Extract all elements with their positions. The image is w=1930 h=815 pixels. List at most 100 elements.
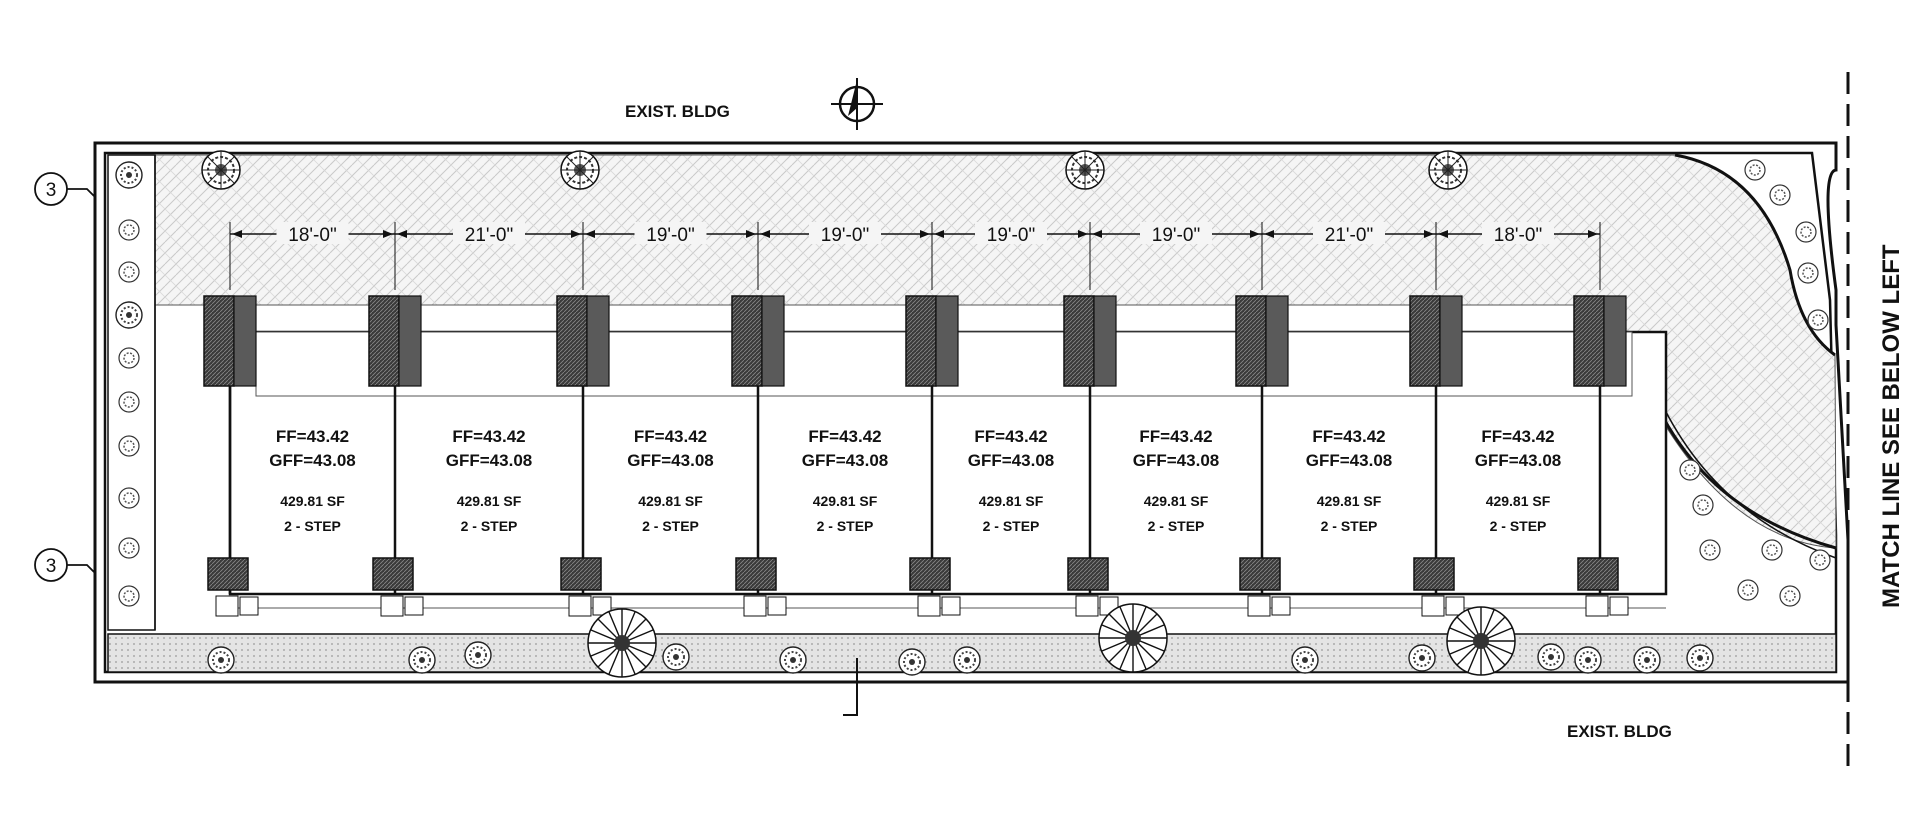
shrub-icon <box>1699 539 1721 561</box>
unit-ff-label: FF=43.42 <box>276 427 349 446</box>
shrub-icon <box>464 641 492 669</box>
entry-stair <box>1409 295 1463 387</box>
entry-stair <box>556 295 610 387</box>
entry-stair <box>731 295 785 387</box>
shrub-icon <box>779 646 807 674</box>
section-marker-icon: 3 <box>34 548 96 582</box>
dimension-label: 18'-0" <box>288 225 336 246</box>
shrub-icon <box>1795 221 1817 243</box>
unit-steps-label: 2 - STEP <box>1490 518 1547 534</box>
shrub-icon <box>1809 549 1831 571</box>
north-arrow-icon <box>831 78 883 130</box>
shrub-icon <box>1537 643 1565 671</box>
dimension-arrow <box>1438 230 1448 238</box>
shrub-icon <box>1692 494 1714 516</box>
entry-stair <box>203 295 257 387</box>
small-shrub-icon <box>743 595 767 617</box>
shrub-icon <box>1686 644 1714 672</box>
unit-ff-label: FF=43.42 <box>634 427 707 446</box>
dimension-arrow <box>934 230 944 238</box>
tree-icon <box>587 608 657 678</box>
dimension-arrow <box>920 230 930 238</box>
unit-ff-label: FF=43.42 <box>974 427 1047 446</box>
unit-steps-label: 2 - STEP <box>642 518 699 534</box>
unit-steps-label: 2 - STEP <box>284 518 341 534</box>
shrub-icon <box>1633 646 1661 674</box>
shrub-icon <box>118 487 140 509</box>
shrub-icon <box>408 646 436 674</box>
unit-steps-label: 2 - STEP <box>461 518 518 534</box>
shrub-icon <box>953 646 981 674</box>
dimension-arrow <box>1264 230 1274 238</box>
dimension-label: 19'-0" <box>821 225 869 246</box>
entry-stair <box>1063 295 1117 387</box>
unit-area-label: 429.81 SF <box>1317 493 1382 509</box>
match-line: MATCH LINE SEE BELOW LEFT <box>1846 72 1905 772</box>
shrub-icon <box>1807 309 1829 331</box>
dimension-arrow <box>746 230 756 238</box>
unit-gff-label: GFF=43.08 <box>802 451 888 470</box>
small-shrub-icon <box>568 595 592 617</box>
shrub-icon <box>1737 579 1759 601</box>
shrub-icon <box>1679 459 1701 481</box>
dimension-arrow <box>585 230 595 238</box>
shrub-icon <box>118 219 140 241</box>
unit-area-label: 429.81 SF <box>1144 493 1209 509</box>
shrub-icon <box>1408 644 1436 672</box>
dimension-arrow <box>1424 230 1434 238</box>
unit-ff-label: FF=43.42 <box>1312 427 1385 446</box>
section-marker-icon: 3 <box>34 172 96 206</box>
unit-gff-label: GFF=43.08 <box>269 451 355 470</box>
shrub-icon <box>1797 262 1819 284</box>
small-shrub-icon <box>380 595 404 617</box>
utility-box <box>1067 557 1109 591</box>
utility-box <box>207 557 249 591</box>
exist-bldg-top-label: EXIST. BLDG <box>625 102 730 121</box>
dimension-label: 19'-0" <box>987 225 1035 246</box>
unit-steps-label: 2 - STEP <box>1148 518 1205 534</box>
unit-ff-label: FF=43.42 <box>1481 427 1554 446</box>
shrub-icon <box>1769 184 1791 206</box>
utility-box <box>1577 557 1619 591</box>
shrub-icon <box>1744 159 1766 181</box>
unit-gff-label: GFF=43.08 <box>968 451 1054 470</box>
utility-box <box>1239 557 1281 591</box>
unit-area-label: 429.81 SF <box>457 493 522 509</box>
unit-steps-label: 2 - STEP <box>817 518 874 534</box>
unit-ff-label: FF=43.42 <box>808 427 881 446</box>
entry-stair <box>1235 295 1289 387</box>
unit-area-label: 429.81 SF <box>979 493 1044 509</box>
unit-steps-label: 2 - STEP <box>1321 518 1378 534</box>
dimension-arrow <box>232 230 242 238</box>
shrub-icon <box>118 347 140 369</box>
section-marker-bottom-label: 3 <box>46 556 57 577</box>
unit-ff-label: FF=43.42 <box>1139 427 1212 446</box>
unit-ff-label: FF=43.42 <box>452 427 525 446</box>
small-shrub-icon <box>215 595 239 617</box>
shrub-icon <box>118 435 140 457</box>
dimension-label: 21'-0" <box>465 225 513 246</box>
shrub-icon <box>115 161 143 189</box>
small-shrub-icon <box>1247 595 1271 617</box>
dimension-arrow <box>1078 230 1088 238</box>
tree-icon <box>1446 606 1516 676</box>
shrub-icon <box>898 648 926 676</box>
entry-stair <box>1573 295 1627 387</box>
utility-box <box>560 557 602 591</box>
dimension-arrow <box>383 230 393 238</box>
shrub-icon <box>1574 646 1602 674</box>
shrub-icon <box>118 261 140 283</box>
small-shrub-icon <box>1421 595 1445 617</box>
shrub-icon <box>118 391 140 413</box>
dimension-arrow <box>571 230 581 238</box>
shrub-icon <box>118 537 140 559</box>
dimension-label: 21'-0" <box>1325 225 1373 246</box>
shrub-icon <box>118 585 140 607</box>
